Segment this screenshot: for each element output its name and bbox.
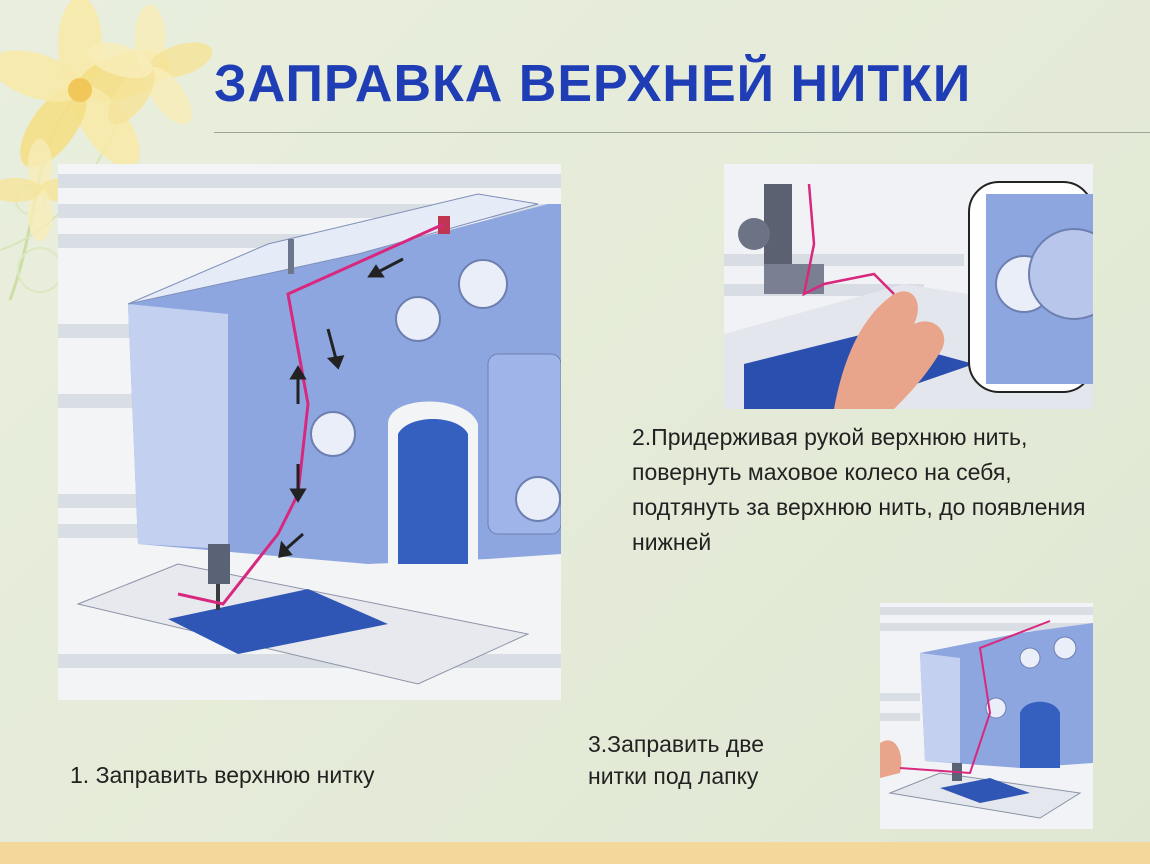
step-1-caption: 1. Заправить верхнюю нитку	[70, 762, 375, 788]
step-2-illustration	[724, 164, 1093, 409]
step-3-caption: 3.Заправить две нитки под лапку	[588, 731, 765, 789]
step-3-illustration	[880, 603, 1093, 829]
title-divider	[214, 132, 1150, 133]
step-1-illustration	[58, 164, 561, 700]
step-2-caption: 2.Придерживая рукой верхнюю нить, поверн…	[632, 424, 1086, 555]
slide-title: ЗАПРАВКА ВЕРХНЕЙ НИТКИ	[214, 55, 972, 113]
bottom-band	[0, 842, 1150, 864]
